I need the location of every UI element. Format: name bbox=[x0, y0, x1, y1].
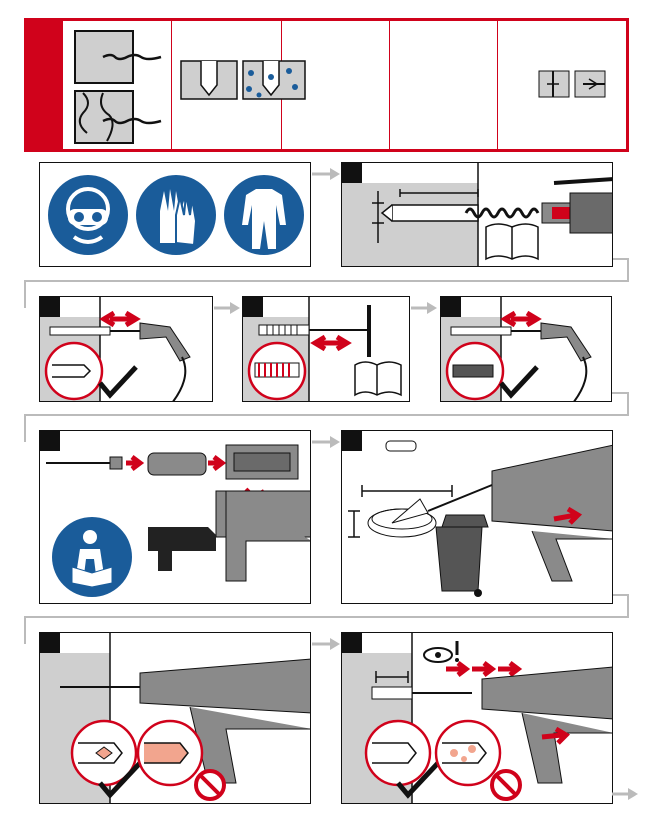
flow-connector bbox=[24, 280, 629, 282]
dispenser-icon bbox=[40, 633, 311, 804]
read-manual-icon bbox=[50, 515, 134, 599]
concrete-cracked-uncracked-icon bbox=[73, 29, 163, 147]
flow-connector bbox=[627, 594, 629, 616]
step-blow-2-panel bbox=[440, 296, 612, 402]
foil-pack-icon bbox=[148, 453, 206, 475]
flow-connector bbox=[627, 392, 629, 414]
header-legend bbox=[24, 18, 629, 152]
safety-goggles-icon bbox=[46, 171, 130, 259]
step-cartridge-panel bbox=[39, 430, 311, 604]
flow-arrow bbox=[312, 434, 342, 450]
flow-connector bbox=[627, 258, 629, 280]
header-divider bbox=[497, 21, 498, 149]
flow-connector bbox=[24, 280, 26, 308]
flow-connector bbox=[24, 616, 26, 644]
flow-arrow bbox=[411, 300, 439, 316]
flow-arrow bbox=[214, 300, 242, 316]
step-inject-panel bbox=[39, 632, 311, 804]
header-divider bbox=[171, 21, 172, 149]
step-ppe-panel bbox=[39, 162, 311, 267]
safety-gloves-icon bbox=[134, 171, 218, 259]
prohibited-icon bbox=[492, 771, 520, 799]
flow-connector bbox=[24, 616, 629, 618]
flow-arrow bbox=[312, 166, 342, 182]
step-discard-panel bbox=[341, 430, 613, 604]
manual-book-icon bbox=[484, 221, 540, 261]
dispenser-icon bbox=[342, 633, 613, 804]
check-mark-icon bbox=[501, 367, 537, 395]
prohibited-icon bbox=[196, 771, 224, 799]
header-accent-bar bbox=[27, 21, 63, 149]
eye-icon bbox=[424, 648, 452, 662]
header-divider bbox=[389, 21, 390, 149]
check-mark-icon bbox=[100, 367, 136, 395]
protective-clothing-icon bbox=[222, 171, 306, 259]
flow-connector bbox=[24, 414, 26, 442]
step-brush-panel bbox=[242, 296, 410, 402]
step-blow-1-panel bbox=[39, 296, 213, 402]
dry-wet-hole-icon bbox=[179, 59, 309, 101]
drill-icon bbox=[342, 163, 613, 267]
anchor-rod-icon bbox=[537, 69, 609, 99]
step-drill-panel bbox=[341, 162, 613, 267]
flow-arrow bbox=[312, 636, 342, 652]
step-inject-fill-panel bbox=[341, 632, 613, 804]
air-gun-icon bbox=[40, 297, 213, 402]
waste-bin-icon bbox=[432, 511, 492, 597]
flow-arrow bbox=[612, 786, 642, 802]
manual-book-icon bbox=[353, 359, 403, 397]
air-gun-icon bbox=[441, 297, 612, 402]
flow-connector bbox=[24, 414, 629, 416]
